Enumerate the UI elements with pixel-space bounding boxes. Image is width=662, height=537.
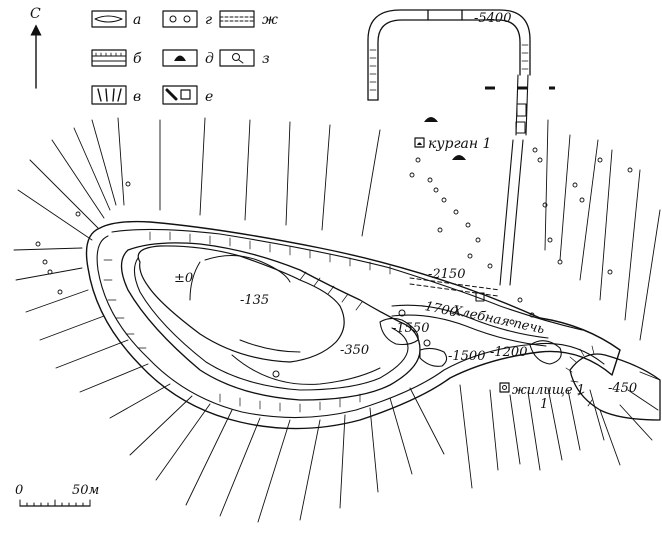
road (409, 74, 555, 297)
bread-oven-label: Хлебная печь (450, 303, 546, 337)
legend-item-z: з (219, 49, 270, 67)
slope-hachures (13, 117, 661, 523)
kurgan-mound-icon (452, 155, 466, 160)
outer-rampart (85, 220, 621, 430)
depth-label: -1550 (392, 321, 429, 336)
legend: а б в г д (91, 10, 278, 105)
legend-label-a: а (133, 12, 141, 28)
legend-item-zh: ж (219, 10, 278, 28)
pits (35, 147, 633, 325)
legend-item-b: б (91, 49, 142, 67)
legend-item-e: е (162, 85, 213, 105)
depth-label: -5400 (474, 11, 511, 26)
depth-label: -2150 (428, 267, 465, 282)
legend-item-a: а (91, 10, 141, 28)
dwelling-label: жилище 1 (512, 383, 585, 398)
legend-label-z: з (262, 51, 270, 67)
northern-enclosure (367, 9, 531, 101)
eastern-mound (529, 340, 661, 421)
plateau (137, 245, 345, 363)
scale-start-label: 0 (15, 483, 23, 498)
legend-item-d: д (162, 49, 214, 67)
depth-label: -1500 (448, 349, 485, 364)
legend-label-v: в (133, 89, 141, 105)
legend-label-b: б (133, 51, 142, 67)
north-label: С (30, 6, 41, 22)
north-arrow: С (30, 6, 42, 89)
legend-item-v: в (91, 85, 141, 105)
legend-label-e: е (205, 89, 213, 105)
scale-end-label: 50м (72, 483, 99, 498)
depth-label: -1200 (490, 345, 527, 360)
kurgan-mound-icon (424, 117, 438, 122)
kurgan-label: курган 1 (428, 136, 491, 152)
legend-label-g: г (205, 12, 212, 28)
legend-label-zh: ж (262, 12, 278, 28)
features (272, 292, 510, 393)
zero-label: ±0 (174, 271, 193, 286)
legend-label-d: д (205, 51, 214, 67)
map-labels: -5400 ±0 -135 -350 -2150 -1700 Хлебная п… (174, 11, 637, 412)
legend-item-g: г (162, 10, 212, 28)
kurgan-group: курган 1 (414, 117, 491, 160)
depth-label: -350 (340, 343, 369, 358)
dwelling-number: 1 (540, 397, 548, 412)
depth-label: -135 (240, 293, 269, 308)
scale-bar: 0 50м (15, 483, 99, 507)
main-settlement (85, 220, 621, 430)
depth-label: -450 (608, 381, 637, 396)
